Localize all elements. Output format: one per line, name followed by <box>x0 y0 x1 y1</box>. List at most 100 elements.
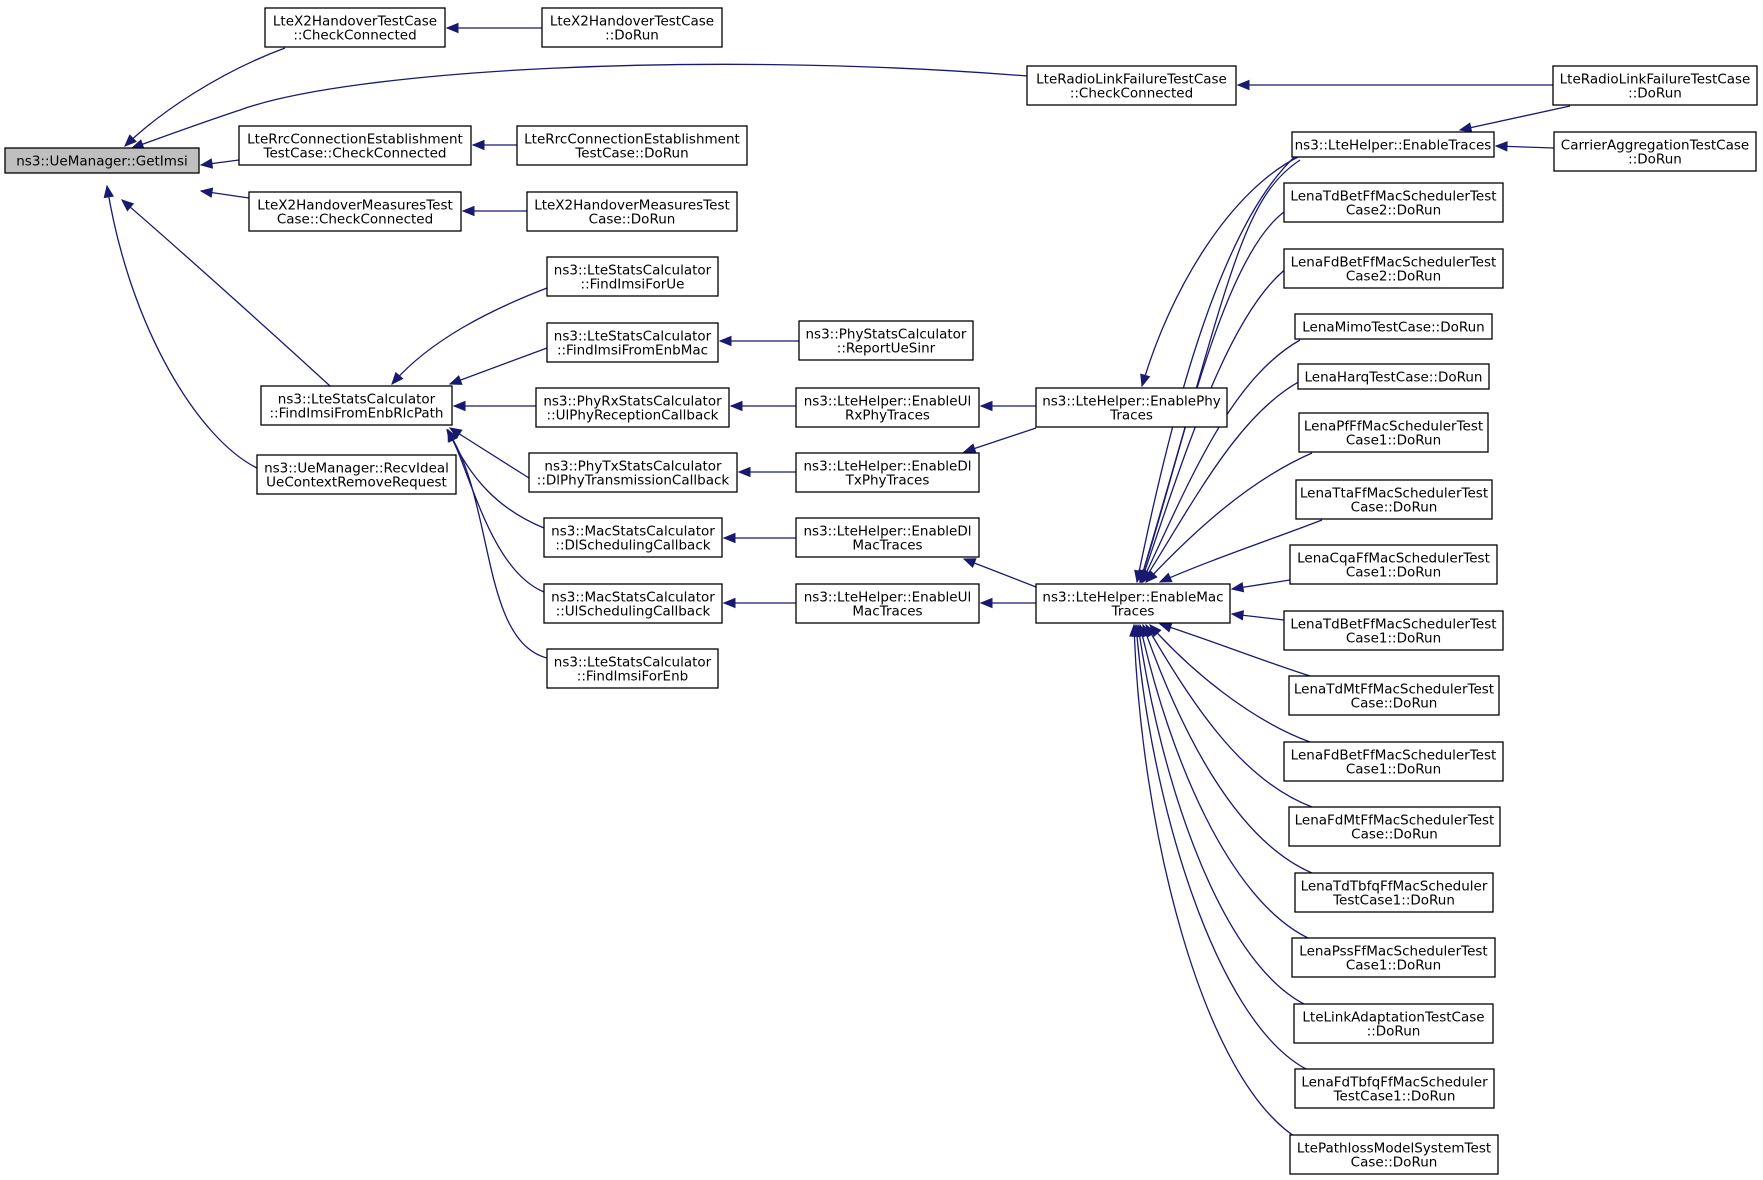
node-box <box>543 583 723 624</box>
node-label-line: LteX2HandoverMeasuresTest <box>257 198 453 214</box>
node-label-line: ns3::LteStatsCalculator <box>554 263 712 279</box>
edge-line <box>446 429 548 659</box>
node-box <box>528 452 738 493</box>
edge-line <box>131 63 1028 149</box>
edge-enmac-to-enulmac <box>979 597 1036 609</box>
edge-x2ho_cc-to-getimsi <box>124 47 286 147</box>
arrowhead-icon <box>471 139 485 151</box>
node-fifrlc[interactable]: ns3::LteStatsCalculator::FindImsiFromEnb… <box>260 385 453 426</box>
node-carrieragg[interactable]: CarrierAggregationTestCase::DoRun <box>1553 131 1757 172</box>
edge-rlf_run-to-rlf_cc <box>1236 79 1553 91</box>
node-linkadapt[interactable]: LteLinkAdaptationTestCase::DoRun <box>1293 1003 1494 1044</box>
node-box <box>1291 937 1496 978</box>
node-label-line: TestCase1::DoRun <box>1333 1089 1456 1105</box>
edge-entraces-to-mimo <box>1138 159 1301 584</box>
node-dlphytx[interactable]: ns3::PhyTxStatsCalculator::DlPhyTransmis… <box>528 452 738 493</box>
node-fiforenb[interactable]: ns3::LteStatsCalculator::FindImsiForEnb <box>546 648 719 689</box>
node-x2hm_cc[interactable]: LteX2HandoverMeasuresTestCase::CheckConn… <box>248 191 462 232</box>
node-box <box>1026 65 1237 106</box>
node-ulsched[interactable]: ns3::MacStatsCalculator::UlSchedulingCal… <box>543 583 723 624</box>
node-box <box>1288 806 1501 847</box>
node-label-line: LteX2HandoverTestCase <box>273 14 437 30</box>
node-ulphyrx[interactable]: ns3::PhyRxStatsCalculator::UlPhyReceptio… <box>535 387 730 428</box>
edge-line <box>963 427 1037 453</box>
node-box <box>546 322 719 363</box>
node-rlf_run[interactable]: LteRadioLinkFailureTestCase::DoRun <box>1552 65 1758 106</box>
arrowhead-icon <box>729 400 743 412</box>
arrowhead-icon <box>120 199 135 212</box>
node-dlsched[interactable]: ns3::MacStatsCalculator::DlSchedulingCal… <box>543 517 723 558</box>
edge-line <box>1145 624 1313 808</box>
node-box <box>546 256 719 297</box>
edge-line <box>1133 624 1301 1141</box>
node-box <box>1035 387 1228 428</box>
edge-fiforenb-to-fifrlc <box>446 428 548 659</box>
node-label-line: ::FindImsiForUe <box>581 277 685 293</box>
edge-line <box>391 287 548 385</box>
node-label-line: Case::DoRun <box>1351 500 1438 516</box>
node-label-line: TxPhyTraces <box>845 473 930 489</box>
edge-x2hm_run-to-x2hm_cc <box>461 205 527 217</box>
node-label-line: LenaPfFfMacSchedulerTest <box>1304 419 1483 435</box>
node-rrc_run[interactable]: LteRrcConnectionEstablishmentTestCase::D… <box>516 125 748 166</box>
node-label-line: Case1::DoRun <box>1346 433 1441 449</box>
node-label-line: ns3::LteStatsCalculator <box>554 329 712 345</box>
node-label-line: LteRadioLinkFailureTestCase <box>1036 72 1227 88</box>
node-mimo[interactable]: LenaMimoTestCase::DoRun <box>1294 313 1493 340</box>
call-graph-edges <box>103 22 1571 1141</box>
node-box <box>1297 363 1490 390</box>
node-recvideal[interactable]: ns3::UeManager::RecvIdealUeContextRemove… <box>256 454 457 495</box>
node-label-line: Traces <box>1111 604 1155 620</box>
node-label-line: ns3::PhyTxStatsCalculator <box>544 459 722 475</box>
node-reportsinr[interactable]: ns3::PhyStatsCalculator::ReportUeSinr <box>798 320 974 361</box>
node-label-line: ns3::PhyStatsCalculator <box>806 327 967 343</box>
node-label-line: LenaTdTbfqFfMacScheduler <box>1301 879 1488 895</box>
node-x2ho_run[interactable]: LteX2HandoverTestCase::DoRun <box>541 7 723 48</box>
arrowhead-icon <box>1138 569 1149 584</box>
edge-reportsinr-to-fifmac <box>718 335 799 347</box>
node-label-line: ::FindImsiForEnb <box>577 669 688 685</box>
edge-line <box>1139 624 1309 939</box>
node-rlf_cc[interactable]: LteRadioLinkFailureTestCase::CheckConnec… <box>1026 65 1237 106</box>
node-label-line: ns3::PhyRxStatsCalculator <box>543 394 722 410</box>
edge-line <box>1135 624 1307 1070</box>
node-harq[interactable]: LenaHarqTestCase::DoRun <box>1297 363 1490 390</box>
node-label-line: LenaTdBetFfMacSchedulerTest <box>1290 617 1496 633</box>
edge-enulrxphy-to-ulphyrx <box>729 400 796 412</box>
node-fiforue[interactable]: ns3::LteStatsCalculator::FindImsiForUe <box>546 256 719 297</box>
edge-line <box>106 185 258 469</box>
node-fifmac[interactable]: ns3::LteStatsCalculator::FindImsiFromEnb… <box>546 322 719 363</box>
node-box <box>264 7 446 48</box>
node-label-line: ns3::LteHelper::EnableDl <box>803 459 971 475</box>
arrowhead-icon <box>199 187 214 198</box>
node-label-line: LtePathlossModelSystemTest <box>1297 1141 1491 1157</box>
arrowhead-icon <box>445 22 459 34</box>
node-box <box>795 517 980 558</box>
node-box <box>1298 412 1489 453</box>
node-entraces[interactable]: ns3::LteHelper::EnableTraces <box>1291 131 1495 158</box>
node-rrc_cc[interactable]: LteRrcConnectionEstablishmentTestCase::C… <box>238 125 472 166</box>
edge-fifrlc-to-getimsi <box>120 199 331 387</box>
node-x2ho_cc[interactable]: LteX2HandoverTestCase::CheckConnected <box>264 7 446 48</box>
arrowhead-icon <box>979 597 993 609</box>
